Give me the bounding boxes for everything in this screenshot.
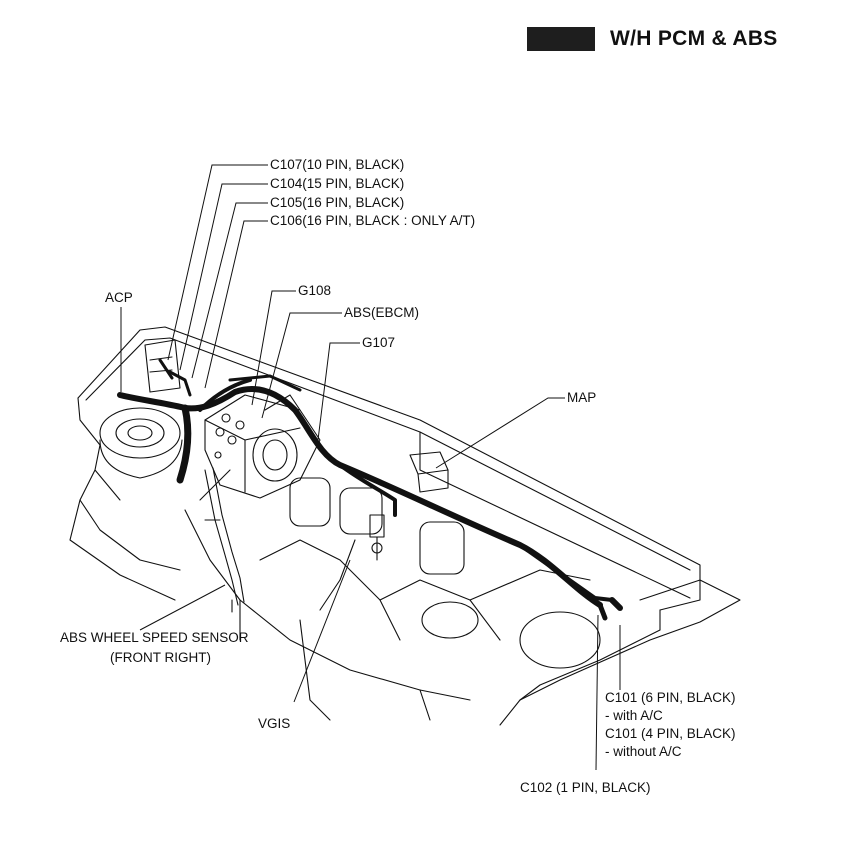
label-c104: C104(15 PIN, BLACK) — [270, 176, 405, 191]
label-c107: C107(10 PIN, BLACK) — [270, 157, 405, 172]
label-map: MAP — [567, 390, 597, 405]
label-acp: ACP — [105, 290, 133, 305]
label-c102: C102 (1 PIN, BLACK) — [520, 780, 651, 795]
map-sensor — [409, 451, 449, 493]
section-tag-block — [527, 27, 595, 51]
page-title: W/H PCM & ABS — [610, 27, 778, 50]
leader-lines — [120, 164, 621, 771]
label-g108: G108 — [298, 283, 332, 298]
label-c101-without-ac: - without A/C — [605, 744, 682, 759]
label-c106: C106(16 PIN, BLACK : ONLY A/T) — [270, 213, 476, 228]
label-vgis: VGIS — [258, 716, 291, 731]
firewall-outline — [77, 326, 741, 726]
label-c101-4pin: C101 (4 PIN, BLACK) — [605, 726, 736, 741]
strut-tower — [69, 407, 183, 601]
label-abs-ebcm: ABS(EBCM) — [344, 305, 420, 320]
lower-structure — [184, 469, 601, 721]
label-c101-with-ac: - with A/C — [605, 708, 663, 723]
abs-modulator — [204, 394, 321, 499]
label-c101-6pin: C101 (6 PIN, BLACK) — [605, 690, 736, 705]
vgis-actuator — [369, 514, 385, 561]
label-abs-sensor-line1: ABS WHEEL SPEED SENSOR — [60, 630, 249, 645]
label-c105: C105(16 PIN, BLACK) — [270, 195, 405, 210]
reservoirs — [289, 477, 465, 611]
wheel-speed-sensor-cable — [204, 467, 245, 613]
main-harness — [117, 358, 623, 621]
label-g107: G107 — [362, 335, 396, 350]
label-abs-sensor-line2: (FRONT RIGHT) — [110, 650, 211, 665]
